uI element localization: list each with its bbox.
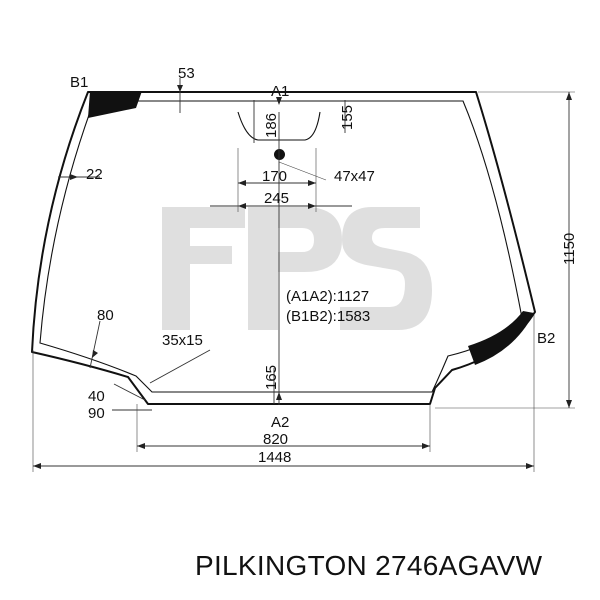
windshield-outline <box>31 91 536 405</box>
zone-b1 <box>88 91 142 118</box>
dim-22: 22 <box>86 166 103 183</box>
diag-a1a2: (A1A2):1127 <box>286 288 369 305</box>
sensor-area <box>237 111 321 141</box>
dim-90: 90 <box>88 405 105 422</box>
label-b2: B2 <box>537 330 555 347</box>
fps-watermark <box>162 207 432 330</box>
arrowheads <box>33 85 572 469</box>
diag-b1b2: (B1B2):1583 <box>286 308 370 325</box>
zone-b2 <box>468 311 534 365</box>
dim-245: 245 <box>264 190 289 207</box>
dim-1150: 1150 <box>561 233 578 265</box>
dim-820: 820 <box>263 431 288 448</box>
sensor-dot <box>274 149 285 160</box>
dimension-lines <box>32 78 575 472</box>
label-a1: A1 <box>271 83 289 100</box>
windshield-inner-line <box>39 100 523 393</box>
dim-40: 40 <box>88 388 105 405</box>
dim-53: 53 <box>178 65 195 82</box>
product-caption: PILKINGTON 2746AGAVW <box>195 550 543 581</box>
dim-47x47: 47x47 <box>334 168 375 185</box>
dim-186: 186 <box>263 113 280 138</box>
label-a2: A2 <box>271 414 289 431</box>
dim-1448: 1448 <box>258 449 291 466</box>
label-b1: B1 <box>70 74 88 91</box>
dim-165: 165 <box>263 365 280 390</box>
dim-170: 170 <box>262 168 287 185</box>
dim-155: 155 <box>339 105 356 130</box>
dim-35x15: 35x15 <box>162 332 203 349</box>
dim-80: 80 <box>97 307 114 324</box>
